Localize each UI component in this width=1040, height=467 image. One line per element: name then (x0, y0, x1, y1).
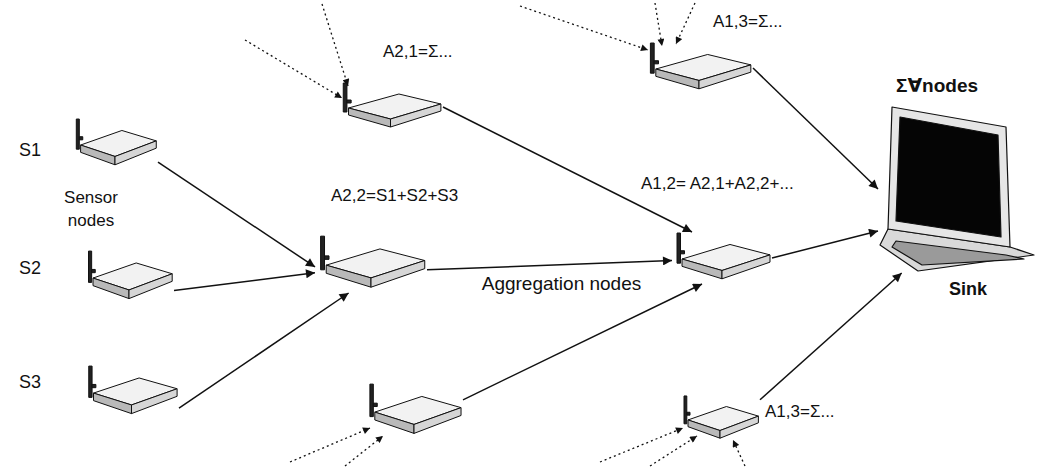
data-flow-arrow (772, 231, 878, 258)
group-label: Sensor nodes (52, 186, 130, 232)
node-label: A2,2=S1+S2+S3 (330, 186, 459, 206)
node-label: Sink (948, 279, 988, 299)
dotted-link (733, 440, 745, 466)
device-icon (645, 42, 753, 94)
node-label: S1 (18, 140, 42, 160)
node-label: S3 (18, 372, 42, 392)
sensor-device (365, 383, 463, 439)
device-icon (672, 232, 772, 284)
node-label: A1,3=Σ... (764, 402, 836, 422)
node-label: A1,2= A2,1+A2,2+... (640, 174, 795, 194)
data-flow-arrow (158, 162, 315, 267)
dotted-link (655, 3, 662, 46)
sensor-device: A1,2= A2,1+A2,2+... (672, 232, 772, 284)
dotted-link (650, 436, 697, 466)
device-icon (365, 383, 463, 439)
data-flow-arrow (174, 273, 315, 291)
sensor-device: A1,3=Σ... (645, 42, 753, 94)
sensor-device: S3 (84, 365, 179, 419)
data-flow-arrow (443, 107, 692, 232)
device-icon (338, 82, 443, 132)
dotted-link (600, 428, 683, 462)
device-icon (315, 235, 427, 293)
device-icon (680, 395, 760, 443)
node-label: A1,3=Σ... (712, 12, 784, 32)
sensor-device: A2,2=S1+S2+S3 (315, 235, 427, 293)
device-icon (84, 365, 179, 419)
data-flow-arrow (760, 273, 902, 400)
dotted-link (322, 4, 348, 86)
sensor-device: A2,1=Σ... (338, 82, 443, 132)
node-label: Σ∀nodes (895, 76, 979, 96)
dotted-link (290, 428, 370, 462)
laptop-icon (878, 105, 1036, 273)
sensor-device: S2 (84, 250, 174, 304)
data-flow-arrow (427, 261, 672, 270)
sensor-device: A1,3=Σ... (680, 395, 760, 443)
node-label: S2 (18, 258, 42, 278)
data-flow-arrow (753, 68, 878, 189)
node-label: A2,1=Σ... (382, 42, 454, 62)
dotted-link (676, 3, 695, 44)
sensor-device: S1 (72, 118, 158, 170)
data-flow-arrow (463, 284, 702, 400)
dotted-link (345, 436, 383, 466)
dotted-link (520, 6, 648, 50)
dotted-link (245, 40, 342, 98)
data-flow-arrow (179, 293, 349, 408)
device-icon (84, 250, 174, 304)
group-label: Aggregation nodes (478, 272, 645, 295)
sink-laptop: Σ∀nodesSink (878, 105, 1036, 273)
device-icon (72, 118, 158, 170)
